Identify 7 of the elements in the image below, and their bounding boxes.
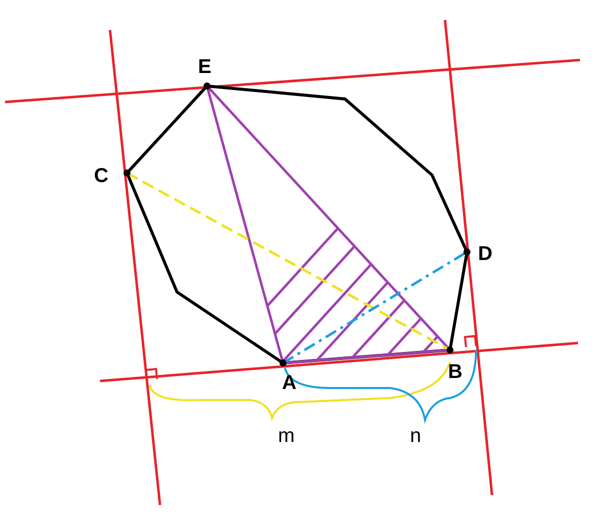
point-label: A bbox=[282, 373, 296, 393]
brace-label: n bbox=[410, 426, 422, 446]
point-label: C bbox=[94, 166, 108, 186]
point-label: E bbox=[198, 57, 212, 77]
point-label: D bbox=[478, 244, 492, 264]
point-label: B bbox=[448, 362, 462, 382]
brace-label: m bbox=[278, 426, 295, 446]
